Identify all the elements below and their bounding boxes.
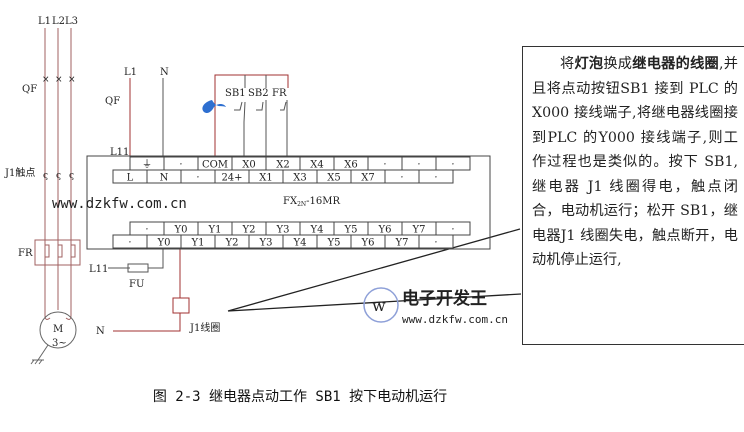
sb2-label: SB2 [248, 88, 269, 99]
explanation-callout: 将灯泡换成继电器的线圈,并且将点动按钮SB1 接到 PLC 的 X000 接线端… [522, 46, 744, 345]
motor-sub: 3~ [52, 338, 67, 349]
terminal-label: · [128, 238, 131, 249]
terminal-label: · [145, 225, 148, 236]
terminal-label: X5 [327, 173, 340, 184]
svg-text:×: × [42, 75, 50, 85]
terminal-label: · [434, 238, 437, 249]
terminal-cell [418, 234, 454, 249]
control-wires [108, 74, 522, 332]
terminal-label: Y1 [208, 225, 222, 236]
fr-elements [45, 244, 76, 258]
fu-label: FU [129, 279, 144, 290]
motor-labels: L1 L2 L3 QF J1触点 FR M 3~ [4, 16, 78, 349]
n-label: N [160, 67, 169, 78]
l11-label: L11 [110, 147, 129, 158]
terminal-label: Y6 [361, 238, 375, 249]
terminal-cell [418, 169, 454, 184]
terminal-label: X7 [361, 173, 374, 184]
terminal-label: Y6 [378, 225, 392, 236]
control-labels: L1 N QF L11 SB1 SB2 FR L11 FU N J1线圈 [89, 67, 287, 337]
sb1-label: SB1 [225, 88, 246, 99]
motor-label: M [53, 324, 63, 335]
terminal-label: · [434, 173, 437, 184]
terminal-label: · [179, 160, 182, 171]
plc-model-suffix: -16MR [306, 196, 340, 207]
terminal-label: L [127, 173, 134, 184]
plc-model-sub: 2N [297, 201, 306, 208]
terminal-label: Y2 [225, 238, 239, 249]
terminal-label: · [383, 160, 386, 171]
svg-text:FX2N-16MR: FX2N-16MR [283, 196, 340, 208]
terminal-label: · [400, 173, 403, 184]
logo-watermark: w 电子开发王 www.dzkfw.com.cn [363, 287, 508, 326]
terminal-label: N [160, 173, 169, 184]
svg-text:×: × [55, 75, 63, 85]
terminal-label: X2 [276, 160, 289, 171]
terminal-label: 24+ [221, 173, 242, 184]
l1-label: L1 [124, 67, 137, 78]
terminal-label: Y3 [259, 238, 273, 249]
terminal-label: Y7 [412, 225, 426, 236]
svg-text:×: × [68, 75, 76, 85]
watermark-site: www.dzkfw.com.cn [52, 196, 187, 212]
l11-bottom-label: L11 [89, 264, 108, 275]
terminal-label: Y1 [191, 238, 205, 249]
callout-text-1: 将 [560, 56, 575, 72]
n-bottom-label: N [96, 326, 105, 337]
callout-text-3: ,并且将点动按钮SB1 接到 PLC 的 X000 接线端子,将继电器线圈接到P… [532, 56, 738, 268]
terminal-label: X6 [344, 160, 357, 171]
terminal-label: X1 [259, 173, 272, 184]
phase-l3: L3 [65, 16, 78, 27]
terminal-label: · [417, 160, 420, 171]
terminal-label: COM [202, 160, 228, 171]
terminal-label: X3 [293, 173, 306, 184]
terminal-label: Y2 [242, 225, 256, 236]
cursor-hand-icon [202, 100, 226, 114]
phase-l2: L2 [52, 16, 65, 27]
callout-bold-2: 继电器的线圈 [632, 56, 719, 72]
motor-circuit [30, 28, 81, 365]
phase-l1: L1 [38, 16, 51, 27]
terminal-label: Y0 [174, 225, 188, 236]
terminal-label: Y4 [310, 225, 324, 236]
coil-label: J1线圈 [189, 321, 220, 334]
terminal-label: Y5 [344, 225, 358, 236]
contact-label: J1触点 [4, 166, 35, 179]
callout-bold-1: 灯泡 [574, 56, 604, 72]
terminal-label: Y3 [276, 225, 290, 236]
figure-caption: 图 2-3 继电器点动工作 SB1 按下电动机运行 [152, 389, 448, 405]
terminal-label: Y5 [327, 238, 341, 249]
callout-text-2: 换成 [603, 56, 633, 72]
terminal-label: Y0 [157, 238, 171, 249]
terminal-label: · [196, 173, 199, 184]
qf-label: QF [22, 84, 37, 95]
terminal-label: ⏚ [142, 159, 152, 171]
svg-text:ς: ς [43, 171, 48, 181]
logo-site: www.dzkfw.com.cn [402, 313, 508, 326]
terminal-label: X0 [242, 160, 255, 171]
svg-text:ς: ς [56, 171, 61, 181]
plc-model: FX [283, 196, 298, 207]
qf-label-control: QF [105, 96, 120, 107]
terminal-label: · [451, 160, 454, 171]
terminal-label: Y4 [293, 238, 307, 249]
fr-label-control: FR [272, 88, 287, 99]
terminal-label: Y7 [395, 238, 409, 249]
svg-text:ς: ς [69, 171, 74, 181]
fr-label: FR [18, 248, 33, 259]
logo-text: 电子开发王 [402, 288, 487, 309]
logo-icon: w [372, 296, 386, 315]
terminal-label: · [451, 225, 454, 236]
terminal-label: X4 [310, 160, 323, 171]
